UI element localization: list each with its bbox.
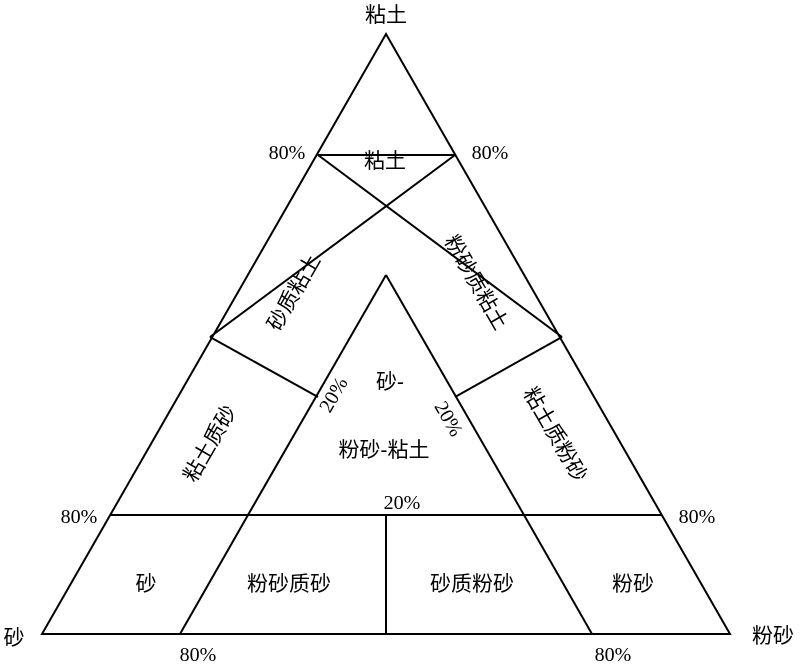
vertex-label-sand: 砂 [4, 626, 25, 650]
line-right-diagonal-inner [209, 154, 456, 338]
region-label-silty-sand: 粉砂质砂 [247, 572, 331, 596]
region-label-silt: 粉砂 [612, 572, 654, 596]
region-label-sandy-silt: 砂质粉砂 [430, 572, 514, 596]
line-divider-sand [179, 514, 249, 635]
vertex-label-clay: 粘土 [365, 3, 407, 27]
line-center-right-slope [385, 274, 525, 516]
tick-mid-right: 80% [679, 506, 716, 528]
region-label-clayey-silt: 粘土质粉砂 [518, 383, 591, 486]
line-divider-silt [523, 514, 593, 635]
region-label-clay: 粘土 [364, 149, 406, 173]
region-label-sandy-clay: 砂质粘土 [263, 250, 326, 335]
tick-bottom-left: 80% [180, 644, 217, 666]
tick-center-bottom: 20% [384, 492, 421, 514]
tick-top-right: 80% [472, 142, 509, 164]
region-label-center-line2: 粉砂-粘土 [338, 438, 429, 462]
tick-bottom-right: 80% [595, 644, 632, 666]
tick-mid-left: 80% [61, 506, 98, 528]
region-label-center-line1: 砂- [376, 370, 404, 394]
line-center-left-slope [247, 274, 387, 516]
line-sandy-clay-lower [209, 336, 319, 398]
region-label-clayey-sand: 粘土质砂 [179, 401, 242, 486]
region-label-sand: 砂 [136, 572, 157, 596]
region-label-silty-clay: 粉砂质粘土 [439, 231, 512, 334]
line-silty-clay-lower [454, 336, 563, 398]
tick-top-left: 80% [269, 142, 306, 164]
line-left-diagonal-inner [317, 154, 563, 338]
tick-center-left: 20% [315, 374, 352, 417]
vertex-label-silt: 粉砂 [752, 624, 794, 648]
